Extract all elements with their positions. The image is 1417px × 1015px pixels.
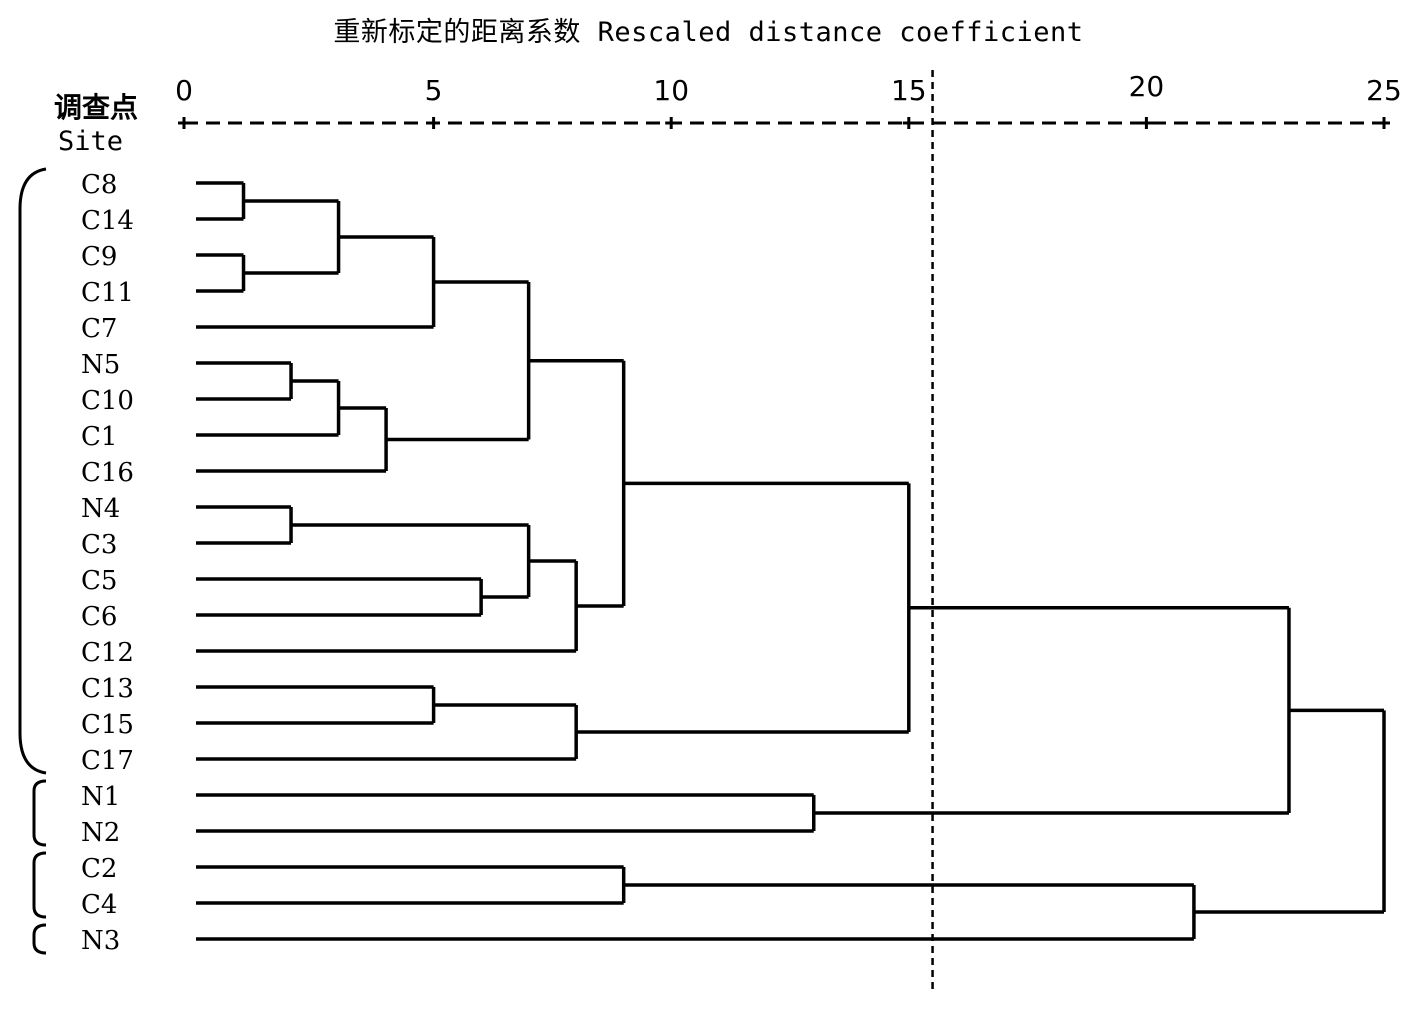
chart-title: 重新标定的距离系数 Rescaled distance coefficient	[333, 17, 1084, 48]
axis-tick-label: 25	[1366, 74, 1402, 107]
leaf-label: C1	[81, 422, 117, 452]
group-brackets	[18, 167, 47, 955]
distance-axis: 0 5 10 15 20 25	[175, 70, 1402, 129]
group-bracket	[32, 923, 47, 955]
axis-tick-label: 5	[425, 74, 443, 107]
leaf-label: C2	[81, 854, 117, 884]
leaf-label: C12	[81, 638, 134, 668]
group-bracket	[18, 167, 47, 775]
leaf-label: C16	[81, 458, 134, 488]
leaf-label: C4	[81, 890, 117, 920]
leaf-label: C3	[81, 530, 117, 560]
leaf-label: C14	[81, 206, 134, 236]
leaf-label: C11	[81, 278, 134, 308]
axis-tick-label: 0	[175, 74, 193, 107]
group-bracket	[32, 779, 47, 847]
axis-tick-label: 15	[891, 74, 927, 107]
leaf-label: C7	[81, 314, 117, 344]
axis-tick-label: 20	[1129, 70, 1165, 103]
axis-tick-label: 10	[653, 74, 689, 107]
leaf-label: C6	[81, 602, 117, 632]
leaf-label: C9	[81, 242, 117, 272]
site-label-zh: 调查点	[54, 91, 139, 124]
group-bracket	[32, 851, 47, 919]
leaf-label: N1	[81, 782, 120, 812]
dendrogram-links	[196, 181, 1386, 941]
leaf-label: C13	[81, 674, 134, 704]
leaf-label: C5	[81, 566, 117, 596]
leaf-label: N4	[81, 494, 120, 524]
leaf-label: C8	[81, 170, 117, 200]
leaf-label: N3	[81, 926, 120, 956]
leaf-label: N2	[81, 818, 120, 848]
leaf-label: N5	[81, 350, 120, 380]
site-label-en: Site	[58, 126, 124, 157]
leaf-label: C10	[81, 386, 134, 416]
leaf-label: C17	[81, 746, 134, 776]
leaf-label: C15	[81, 710, 134, 740]
leaf-labels: C8C14C9C11C7N5C10C1C16N4C3C5C6C12C13C15C…	[81, 170, 134, 956]
